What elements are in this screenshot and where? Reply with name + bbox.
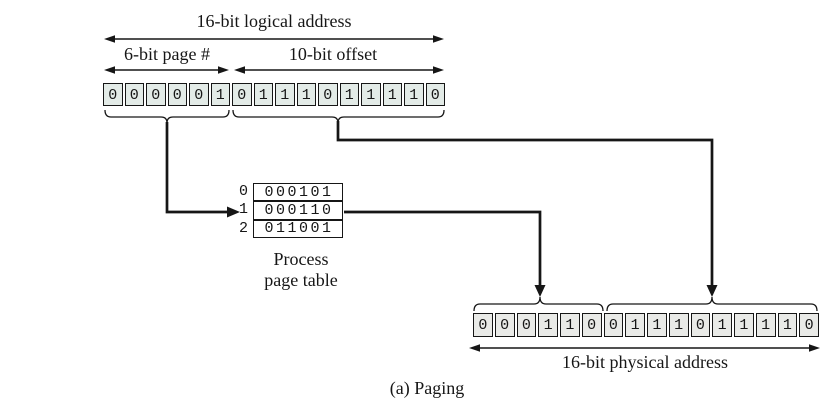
logical-bit-cell: 0	[318, 83, 338, 106]
offset-label: 10-bit offset	[288, 44, 378, 64]
physical-bit-cell: 1	[538, 313, 558, 337]
physical-bit-cell: 1	[668, 313, 689, 337]
page-span-arrow	[104, 66, 229, 74]
physical-bit-cell: 1	[734, 313, 754, 337]
physical-bit-cell: 1	[560, 313, 580, 337]
table-to-physical-connector	[344, 210, 546, 297]
physical-bit-cell: 1	[625, 313, 645, 337]
page-number-label: 6-bit page #	[124, 44, 210, 64]
logical-bit-cell: 1	[404, 83, 424, 106]
physical-bit-cell: 0	[494, 313, 515, 337]
page-to-table-connector	[165, 122, 240, 218]
frame-bits-brace	[473, 296, 604, 312]
page-table-caption-line1: Process	[273, 249, 329, 269]
page-table-row-value: 011001	[253, 219, 343, 239]
physical-offset-bits-brace	[606, 296, 818, 312]
logical-bit-cell: 1	[382, 83, 402, 106]
physical-span-arrow	[469, 344, 820, 352]
process-page-table: 0 000101 1 000110 2 011001	[230, 183, 343, 239]
physical-bit-cell: 0	[799, 313, 819, 337]
offset-to-physical-connector	[336, 121, 718, 297]
physical-bit-cell: 1	[755, 313, 776, 337]
logical-bit-cell: 1	[253, 83, 273, 106]
logical-bit-cell: 0	[146, 83, 166, 106]
logical-bit-cell: 0	[189, 83, 209, 106]
physical-bit-cell: 0	[690, 313, 711, 337]
logical-bit-cell: 1	[210, 83, 230, 106]
logical-bit-cell: 0	[167, 83, 187, 106]
physical-bit-cell: 1	[647, 313, 667, 337]
page-table-row-value: 000110	[253, 201, 343, 220]
page-table-row: 1 000110	[230, 201, 343, 220]
page-table-row: 2 011001	[230, 219, 343, 239]
logical-bit-cell: 1	[339, 83, 359, 106]
offset-span-arrow	[234, 66, 444, 74]
physical-bit-cell: 1	[777, 313, 798, 337]
page-bits-brace	[104, 109, 230, 124]
page-table-row: 0 000101	[230, 183, 343, 202]
page-table-row-index: 0	[238, 183, 248, 200]
logical-span-arrow	[104, 35, 444, 43]
logical-bit-cell: 0	[425, 83, 445, 106]
page-table-row-value: 000101	[253, 183, 343, 202]
physical-address-title: 16-bit physical address	[562, 352, 728, 372]
physical-bit-cell: 0	[603, 313, 624, 337]
page-table-caption-line2: page table	[264, 270, 338, 290]
logical-bit-cell: 1	[296, 83, 316, 106]
logical-bit-cell: 0	[124, 83, 144, 106]
page-table-row-index: 2	[238, 219, 248, 237]
physical-bit-cell: 0	[473, 313, 493, 337]
logical-bit-cell: 0	[232, 83, 252, 106]
logical-bit-cell: 1	[361, 83, 381, 106]
logical-bit-cell: 0	[103, 83, 123, 106]
physical-bit-cell: 1	[712, 313, 732, 337]
physical-bit-cell: 0	[516, 313, 537, 337]
page-table-row-index: 1	[238, 201, 248, 219]
physical-bit-cell: 0	[581, 313, 602, 337]
logical-address-title: 16-bit logical address	[196, 11, 352, 31]
figure-caption: (a) Paging	[389, 378, 465, 398]
logical-bit-cell: 1	[275, 83, 295, 106]
